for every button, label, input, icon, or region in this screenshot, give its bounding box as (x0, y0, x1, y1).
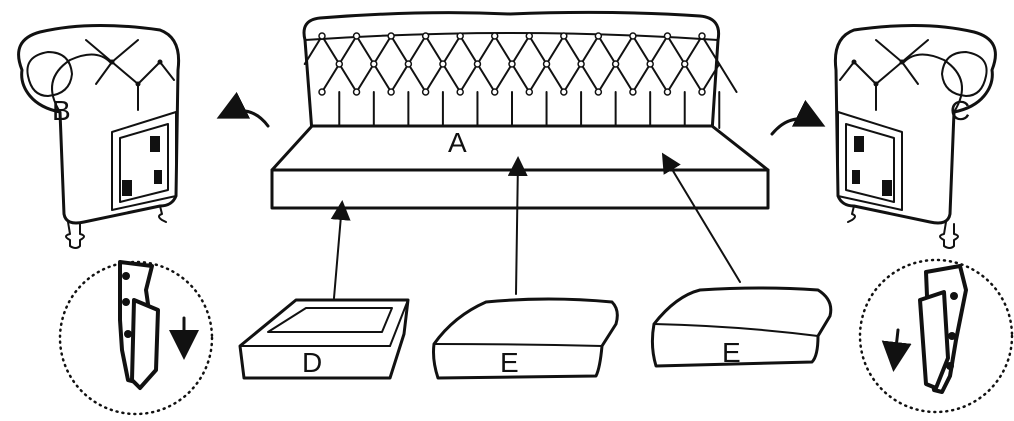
seat-cushion-e2: E (650, 286, 833, 368)
base-cushion-d: D (238, 298, 410, 380)
tuft-button (404, 60, 413, 68)
tuft-button (352, 32, 361, 40)
tuft-button (370, 60, 378, 68)
tuft-button (680, 60, 689, 68)
tuft-button (421, 88, 430, 96)
tuft-button (560, 88, 568, 96)
tuft-button (387, 32, 395, 40)
tuft-button (577, 60, 585, 68)
connector-detail-left (58, 260, 214, 416)
sofa-back-piece: A (270, 10, 770, 210)
tuft-button (698, 88, 706, 96)
right-arm-piece: C (833, 23, 997, 249)
tuft-button (490, 88, 499, 96)
label-d: D (302, 347, 322, 378)
tuft-button (525, 32, 534, 40)
seat-cushion-e1: E (432, 297, 619, 380)
tuft-button (318, 88, 326, 96)
label-e-2: E (722, 337, 741, 368)
left-arm-piece: B (17, 23, 181, 249)
tuft-button (508, 60, 516, 68)
tuft-button (542, 60, 551, 68)
tuft-button (387, 88, 395, 96)
connector-detail-right (858, 258, 1014, 414)
tuft-button (594, 88, 603, 96)
straight-arrow-icon (661, 152, 741, 283)
tuft-button (611, 60, 620, 68)
straight-arrow-icon (330, 200, 351, 299)
tuft-button (629, 32, 637, 40)
tufting-pattern (303, 32, 738, 129)
tuft-button (663, 32, 672, 40)
tufting-lines (303, 35, 738, 129)
tuft-button (560, 32, 568, 40)
tuft-button (318, 32, 326, 40)
tuft-button (490, 32, 499, 40)
tuft-button (698, 32, 706, 40)
tuft-button (456, 32, 464, 40)
label-a: A (448, 127, 467, 158)
label-e-1: E (500, 347, 519, 378)
tuft-button (421, 32, 430, 40)
connector-bracket-icon (918, 264, 968, 394)
tuft-button (629, 88, 637, 96)
label-b: B (52, 95, 71, 126)
tuft-button (646, 60, 654, 68)
tuft-button (352, 88, 361, 96)
curved-arrow-icon (216, 91, 270, 128)
tuft-button (335, 60, 344, 68)
label-c: C (950, 95, 970, 126)
down-arrow-icon (881, 328, 912, 372)
tuft-button (663, 88, 672, 96)
straight-arrow-icon (507, 156, 528, 295)
tuft-button (456, 88, 464, 96)
tuft-button (473, 60, 482, 68)
connector-bracket-icon (118, 260, 160, 390)
tuft-button (594, 32, 603, 40)
tuft-button (525, 88, 534, 96)
tuft-button (439, 60, 447, 68)
curved-arrow-icon (770, 99, 826, 136)
